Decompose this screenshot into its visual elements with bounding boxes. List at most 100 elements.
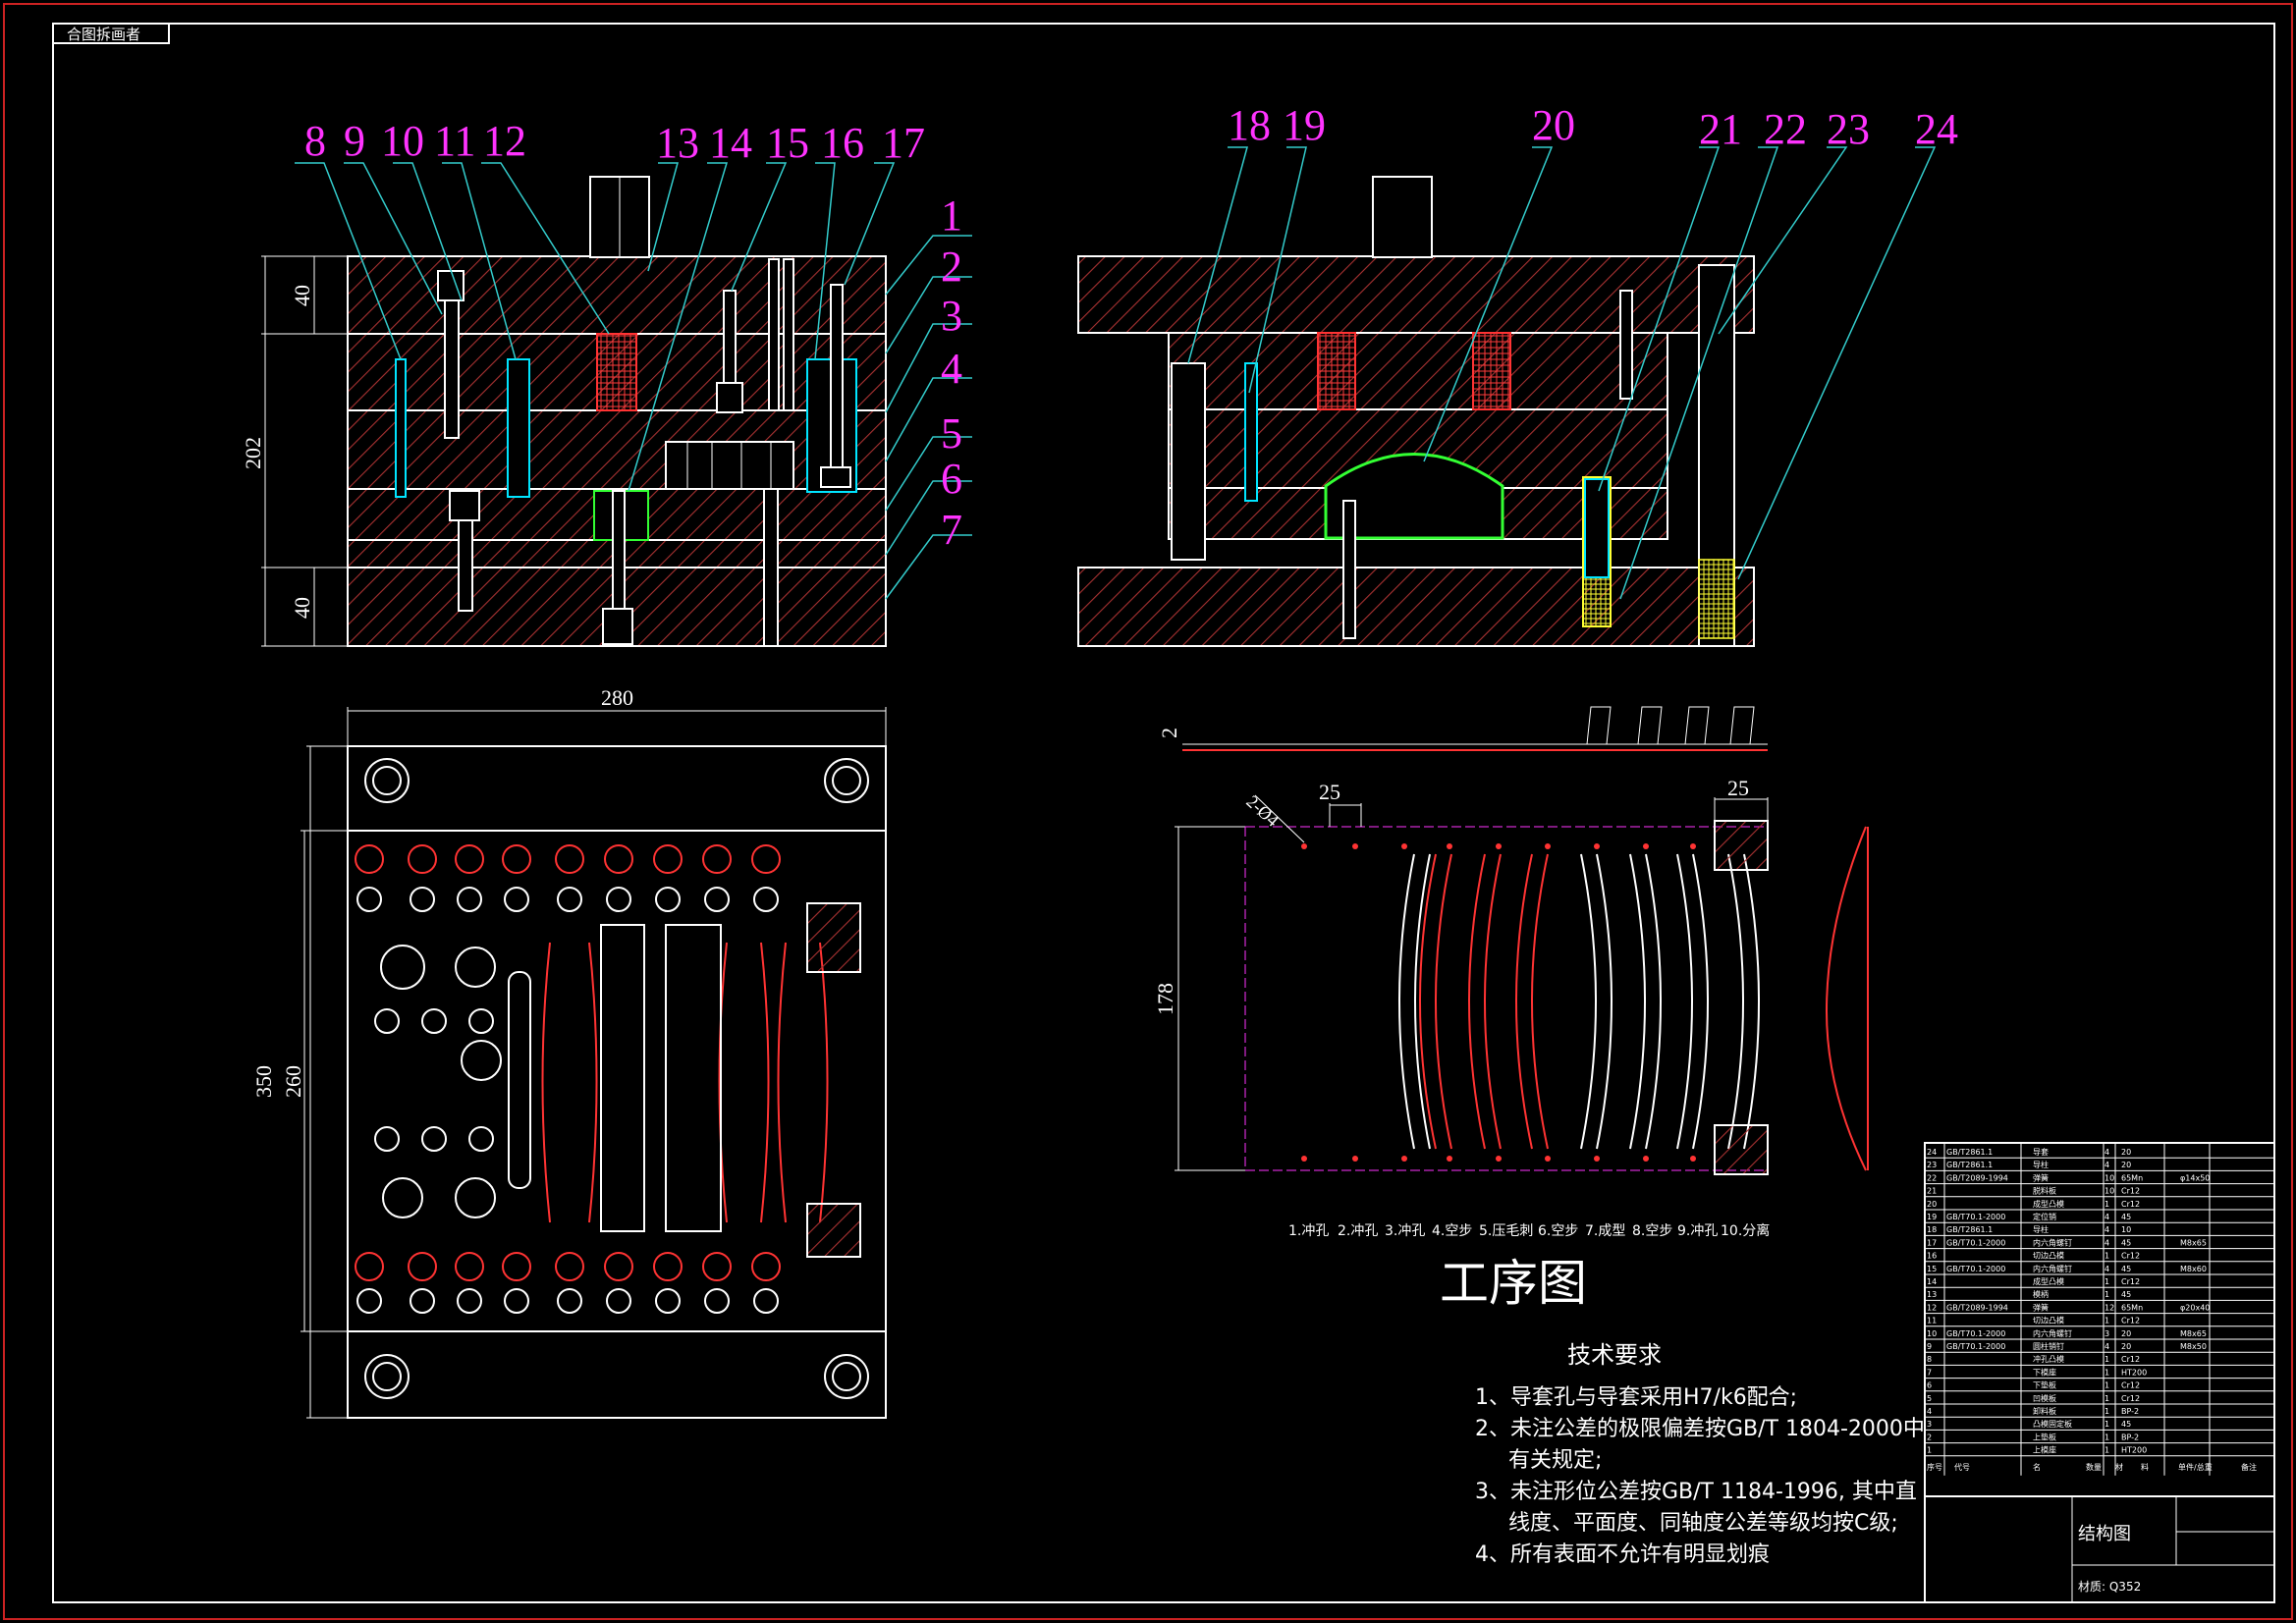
- bom-cell: GB/T70.1-2000: [1946, 1342, 2005, 1351]
- bom-cell: 卸料板: [2033, 1406, 2056, 1416]
- upper-die-seat: [347, 255, 887, 335]
- front-section-view: 40 202 40: [241, 176, 887, 647]
- svg-text:1、导套孔与导套采用H7/k6配合;: 1、导套孔与导套采用H7/k6配合;: [1475, 1385, 1797, 1410]
- bom-cell: M8x65: [2180, 1238, 2207, 1247]
- dim-front-bottom: 40: [290, 597, 314, 619]
- bom-cell: 4: [2105, 1148, 2109, 1157]
- strip-layout: 2 178: [1153, 706, 1869, 1175]
- bom-cell: 10: [2121, 1225, 2131, 1234]
- bom-cell: φ20x40: [2180, 1303, 2210, 1312]
- tab-box: [52, 23, 170, 44]
- bom-cell: 切边凸模: [2033, 1251, 2064, 1261]
- bom-cell: Cr12: [2121, 1381, 2140, 1390]
- svg-text:10: 10: [381, 117, 424, 165]
- dim-strip-width: 178: [1153, 983, 1177, 1015]
- dim-plan-inner: 260: [281, 1065, 305, 1098]
- svg-text:18: 18: [1228, 101, 1271, 149]
- bom-cell: M8x50: [2180, 1342, 2207, 1351]
- bom-cell: GB/T2861.1: [1946, 1225, 1993, 1234]
- bom-cell: 4: [2105, 1265, 2109, 1273]
- bom-cell: HT200: [2121, 1368, 2147, 1377]
- bom-cell: Cr12: [2121, 1187, 2140, 1196]
- bom-header-cell: 数量: [2086, 1462, 2102, 1472]
- bom-cell: GB/T2089-1994: [1946, 1173, 2008, 1182]
- svg-text:1: 1: [941, 191, 962, 240]
- bom-cell: 20: [2121, 1342, 2131, 1351]
- bom-cell: 4: [2105, 1213, 2109, 1221]
- svg-text:6: 6: [941, 455, 962, 503]
- bom-header-cell: 名: [2033, 1462, 2041, 1472]
- bom-cell: BP-2: [2121, 1433, 2139, 1441]
- bom-cell: 1: [2105, 1433, 2109, 1441]
- svg-text:9: 9: [344, 117, 365, 165]
- svg-text:19: 19: [1283, 101, 1326, 149]
- bom-cell: 3: [1927, 1420, 1932, 1429]
- bom-cell: 12: [1927, 1303, 1937, 1312]
- svg-text:8.空步: 8.空步: [1632, 1223, 1672, 1239]
- dim-strip-thickness: 2: [1157, 728, 1181, 738]
- dim-plan-width: 280: [601, 685, 633, 710]
- svg-text:13: 13: [656, 119, 699, 167]
- svg-text:23: 23: [1827, 105, 1870, 153]
- bom-header-cell: 备注: [2241, 1462, 2257, 1472]
- inner-border: [52, 23, 2275, 1603]
- bom-cell: 18: [1927, 1225, 1937, 1234]
- punch-fixing-plate: [347, 409, 887, 490]
- svg-text:4、所有表面不允许有明显划痕: 4、所有表面不允许有明显划痕: [1475, 1542, 1770, 1567]
- bom-cell: 1: [2105, 1317, 2109, 1325]
- svg-text:12: 12: [483, 117, 526, 165]
- bom-cell: 11: [1927, 1317, 1937, 1325]
- svg-text:7.成型: 7.成型: [1585, 1223, 1625, 1239]
- bom-cell: 10: [1927, 1329, 1937, 1338]
- bom-cell: GB/T70.1-2000: [1946, 1213, 2005, 1221]
- bom-cell: 6: [1927, 1381, 1932, 1390]
- bom-cell: 13: [1927, 1290, 1937, 1299]
- bom-cell: 成型凸模: [2033, 1199, 2064, 1209]
- dim-plan-outer: 350: [251, 1065, 276, 1098]
- bom-cell: 弹簧: [2033, 1172, 2049, 1182]
- svg-text:14: 14: [709, 119, 752, 167]
- forming-punch: [1324, 453, 1504, 540]
- svg-text:21: 21: [1699, 105, 1742, 153]
- bom-cell: 16: [1927, 1252, 1937, 1261]
- bom-cell: 1: [2105, 1290, 2109, 1299]
- bom-header-cell: 料: [2141, 1462, 2149, 1472]
- bom-cell: 9: [1927, 1342, 1932, 1351]
- bom-cell: GB/T70.1-2000: [1946, 1238, 2005, 1247]
- bom-cell: 成型凸模: [2033, 1276, 2064, 1286]
- bom-cell: 8: [1927, 1355, 1932, 1364]
- bom-cell: 19: [1927, 1213, 1937, 1221]
- bom-cell: Cr12: [2121, 1355, 2140, 1364]
- bom-header-cell: 代号: [1954, 1462, 1970, 1472]
- dim-front-top: 40: [290, 285, 314, 306]
- dim-front-total: 202: [241, 437, 265, 469]
- bom-cell: 22: [1927, 1173, 1937, 1182]
- process-steps: 1.冲孔 2.冲孔 3.冲孔 4.空步 5.压毛刺 6.空步 7.成型 8.空步…: [1288, 1222, 1770, 1239]
- svg-text:8: 8: [304, 117, 326, 165]
- bom-cell: 15: [1927, 1265, 1937, 1273]
- process-title: 工序图: [1440, 1255, 1587, 1312]
- bom-cell: 1: [2105, 1394, 2109, 1403]
- svg-text:线度、平面度、同轴度公差等级均按C级;: 线度、平面度、同轴度公差等级均按C级;: [1508, 1511, 1898, 1536]
- bom-cell: 导柱: [2033, 1160, 2049, 1169]
- svg-text:4: 4: [941, 345, 962, 393]
- bom-cell: 7: [1927, 1368, 1932, 1377]
- bom-cell: 切边凸模: [2033, 1316, 2064, 1325]
- bom-cell: 14: [1927, 1277, 1937, 1286]
- side-leaders: [1187, 146, 1937, 600]
- svg-text:5: 5: [941, 409, 962, 458]
- svg-text:9.冲孔: 9.冲孔: [1677, 1223, 1718, 1239]
- bom-cell: GB/T70.1-2000: [1946, 1329, 2005, 1338]
- bom-cell: 4: [2105, 1238, 2109, 1247]
- svg-text:3: 3: [941, 292, 962, 340]
- bom-cell: 24: [1927, 1148, 1937, 1157]
- bom-cell: 23: [1927, 1161, 1937, 1169]
- bom-cell: Cr12: [2121, 1317, 2140, 1325]
- bom-cell: 脱料板: [2033, 1186, 2056, 1196]
- bom-cell: 45: [2121, 1213, 2131, 1221]
- bom-header-cell: 材: [2115, 1462, 2123, 1472]
- tab-label: 合图拆画者: [67, 26, 140, 43]
- bom-cell: 凹模板: [2033, 1393, 2056, 1403]
- bom-cell: 上垫板: [2033, 1432, 2056, 1441]
